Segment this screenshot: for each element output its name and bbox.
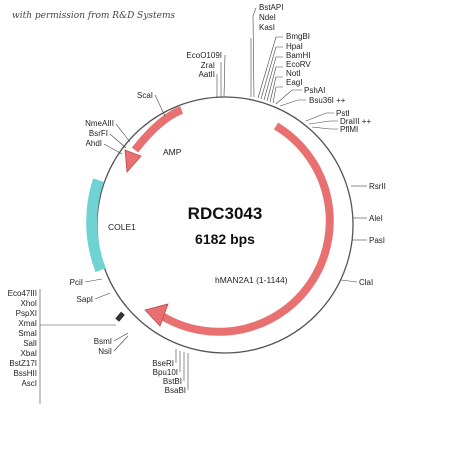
site-bstz17i: BstZ17I — [9, 359, 37, 368]
plasmid-backbone — [96, 96, 354, 354]
site-psti: PstI — [336, 109, 350, 118]
site-bstapi: BstAPI — [259, 3, 283, 12]
lead-mcs-upper-2 — [260, 46, 283, 100]
amp-arrow — [131, 106, 184, 153]
lead-mcs-upper-4 — [266, 66, 283, 102]
site-alei: AleI — [369, 214, 383, 223]
site-zrai: ZraI — [201, 61, 215, 70]
lead-pcii — [84, 278, 103, 283]
lead-mcs-upper — [257, 36, 283, 99]
lead-ur-2 — [308, 120, 338, 125]
site-smai: SmaI — [18, 329, 37, 338]
site-bpu10i: Bpu10I — [153, 368, 178, 377]
insert-arrow — [159, 122, 334, 336]
site-aatii: AatII — [199, 70, 215, 79]
site-sali: SalI — [23, 339, 37, 348]
site-pshai: PshAI — [304, 86, 325, 95]
site-bsrfi: BsrFI — [89, 129, 108, 138]
site-clai: ClaI — [359, 278, 373, 287]
site-xbai: XbaI — [21, 349, 37, 358]
amp-arrow-head — [124, 149, 142, 173]
lead-bsmi — [113, 332, 129, 342]
site-ecoo109i: EcoO109I — [186, 51, 222, 60]
lead-ul-2 — [223, 54, 226, 98]
lead-ahdi — [103, 143, 123, 155]
lead-clai — [340, 279, 358, 283]
lead-mcs-upper-6 — [272, 86, 283, 104]
lead-sapi — [94, 292, 111, 300]
lead-mcs-upper-5 — [269, 76, 283, 103]
site-kasi: KasI — [259, 23, 275, 32]
site-ahdi: AhdI — [86, 139, 102, 148]
cole1-label: COLE1 — [108, 222, 136, 232]
site-bseri: BseRI — [152, 359, 174, 368]
site-pcii: PciI — [70, 278, 83, 287]
site-bsu36i: Bsu36I ++ — [309, 96, 346, 105]
plasmid-size: 6182 bps — [195, 231, 255, 247]
lead-ur-1 — [305, 112, 334, 122]
site-hpai: HpaI — [286, 42, 303, 51]
site-eco47iii: Eco47III — [8, 289, 37, 298]
site-ndei: NdeI — [259, 13, 276, 22]
plasmid-name: RDC3043 — [188, 204, 263, 223]
site-sapi: SapI — [77, 295, 93, 304]
site-bstbi: BstBI — [163, 377, 182, 386]
amp-label: AMP — [163, 147, 182, 157]
site-pspxi: PspXI — [16, 309, 37, 318]
site-pasi: PasI — [369, 236, 385, 245]
lead-bsrfi — [109, 133, 127, 149]
lead-top-2 — [252, 7, 257, 98]
lead-mcs-upper-8 — [279, 99, 306, 107]
permission-note: with permission from R&D Systems — [12, 11, 176, 21]
site-bamhi: BamHI — [286, 51, 310, 60]
site-bmgbi: BmgBI — [286, 32, 310, 41]
site-rsrii: RsrII — [369, 182, 386, 191]
site-bsshii: BssHII — [13, 369, 37, 378]
site-asci: AscI — [21, 379, 37, 388]
lead-mcs-upper-3 — [263, 56, 283, 101]
insert-arrow-head — [144, 303, 169, 327]
site-xmai: XmaI — [18, 319, 37, 328]
site-nmeaiii: NmeAIII — [85, 119, 114, 128]
insert-label: hMAN2A1 (1-1144) — [215, 275, 288, 285]
lead-scai — [154, 94, 166, 117]
site-noti: NotI — [286, 69, 301, 78]
lead-mcs-upper-7 — [275, 89, 302, 105]
lead-ur-3 — [311, 126, 338, 130]
site-xhoi: XhoI — [21, 299, 37, 308]
site-pflmi: PflMI — [340, 125, 358, 134]
site-bsmi: BsmI — [94, 337, 112, 346]
site-eagi: EagI — [286, 78, 302, 87]
site-scai: ScaI — [137, 91, 153, 100]
site-ecorv: EcoRV — [286, 60, 311, 69]
mcs-marker — [115, 311, 125, 322]
lead-nmeaiii — [115, 123, 131, 143]
site-nsii: NsiI — [98, 347, 112, 356]
cole1-feature — [86, 178, 106, 273]
site-bsabi: BsaBI — [165, 386, 186, 395]
site-draiii: DraIII ++ — [340, 117, 371, 126]
lead-nsii — [113, 335, 129, 352]
